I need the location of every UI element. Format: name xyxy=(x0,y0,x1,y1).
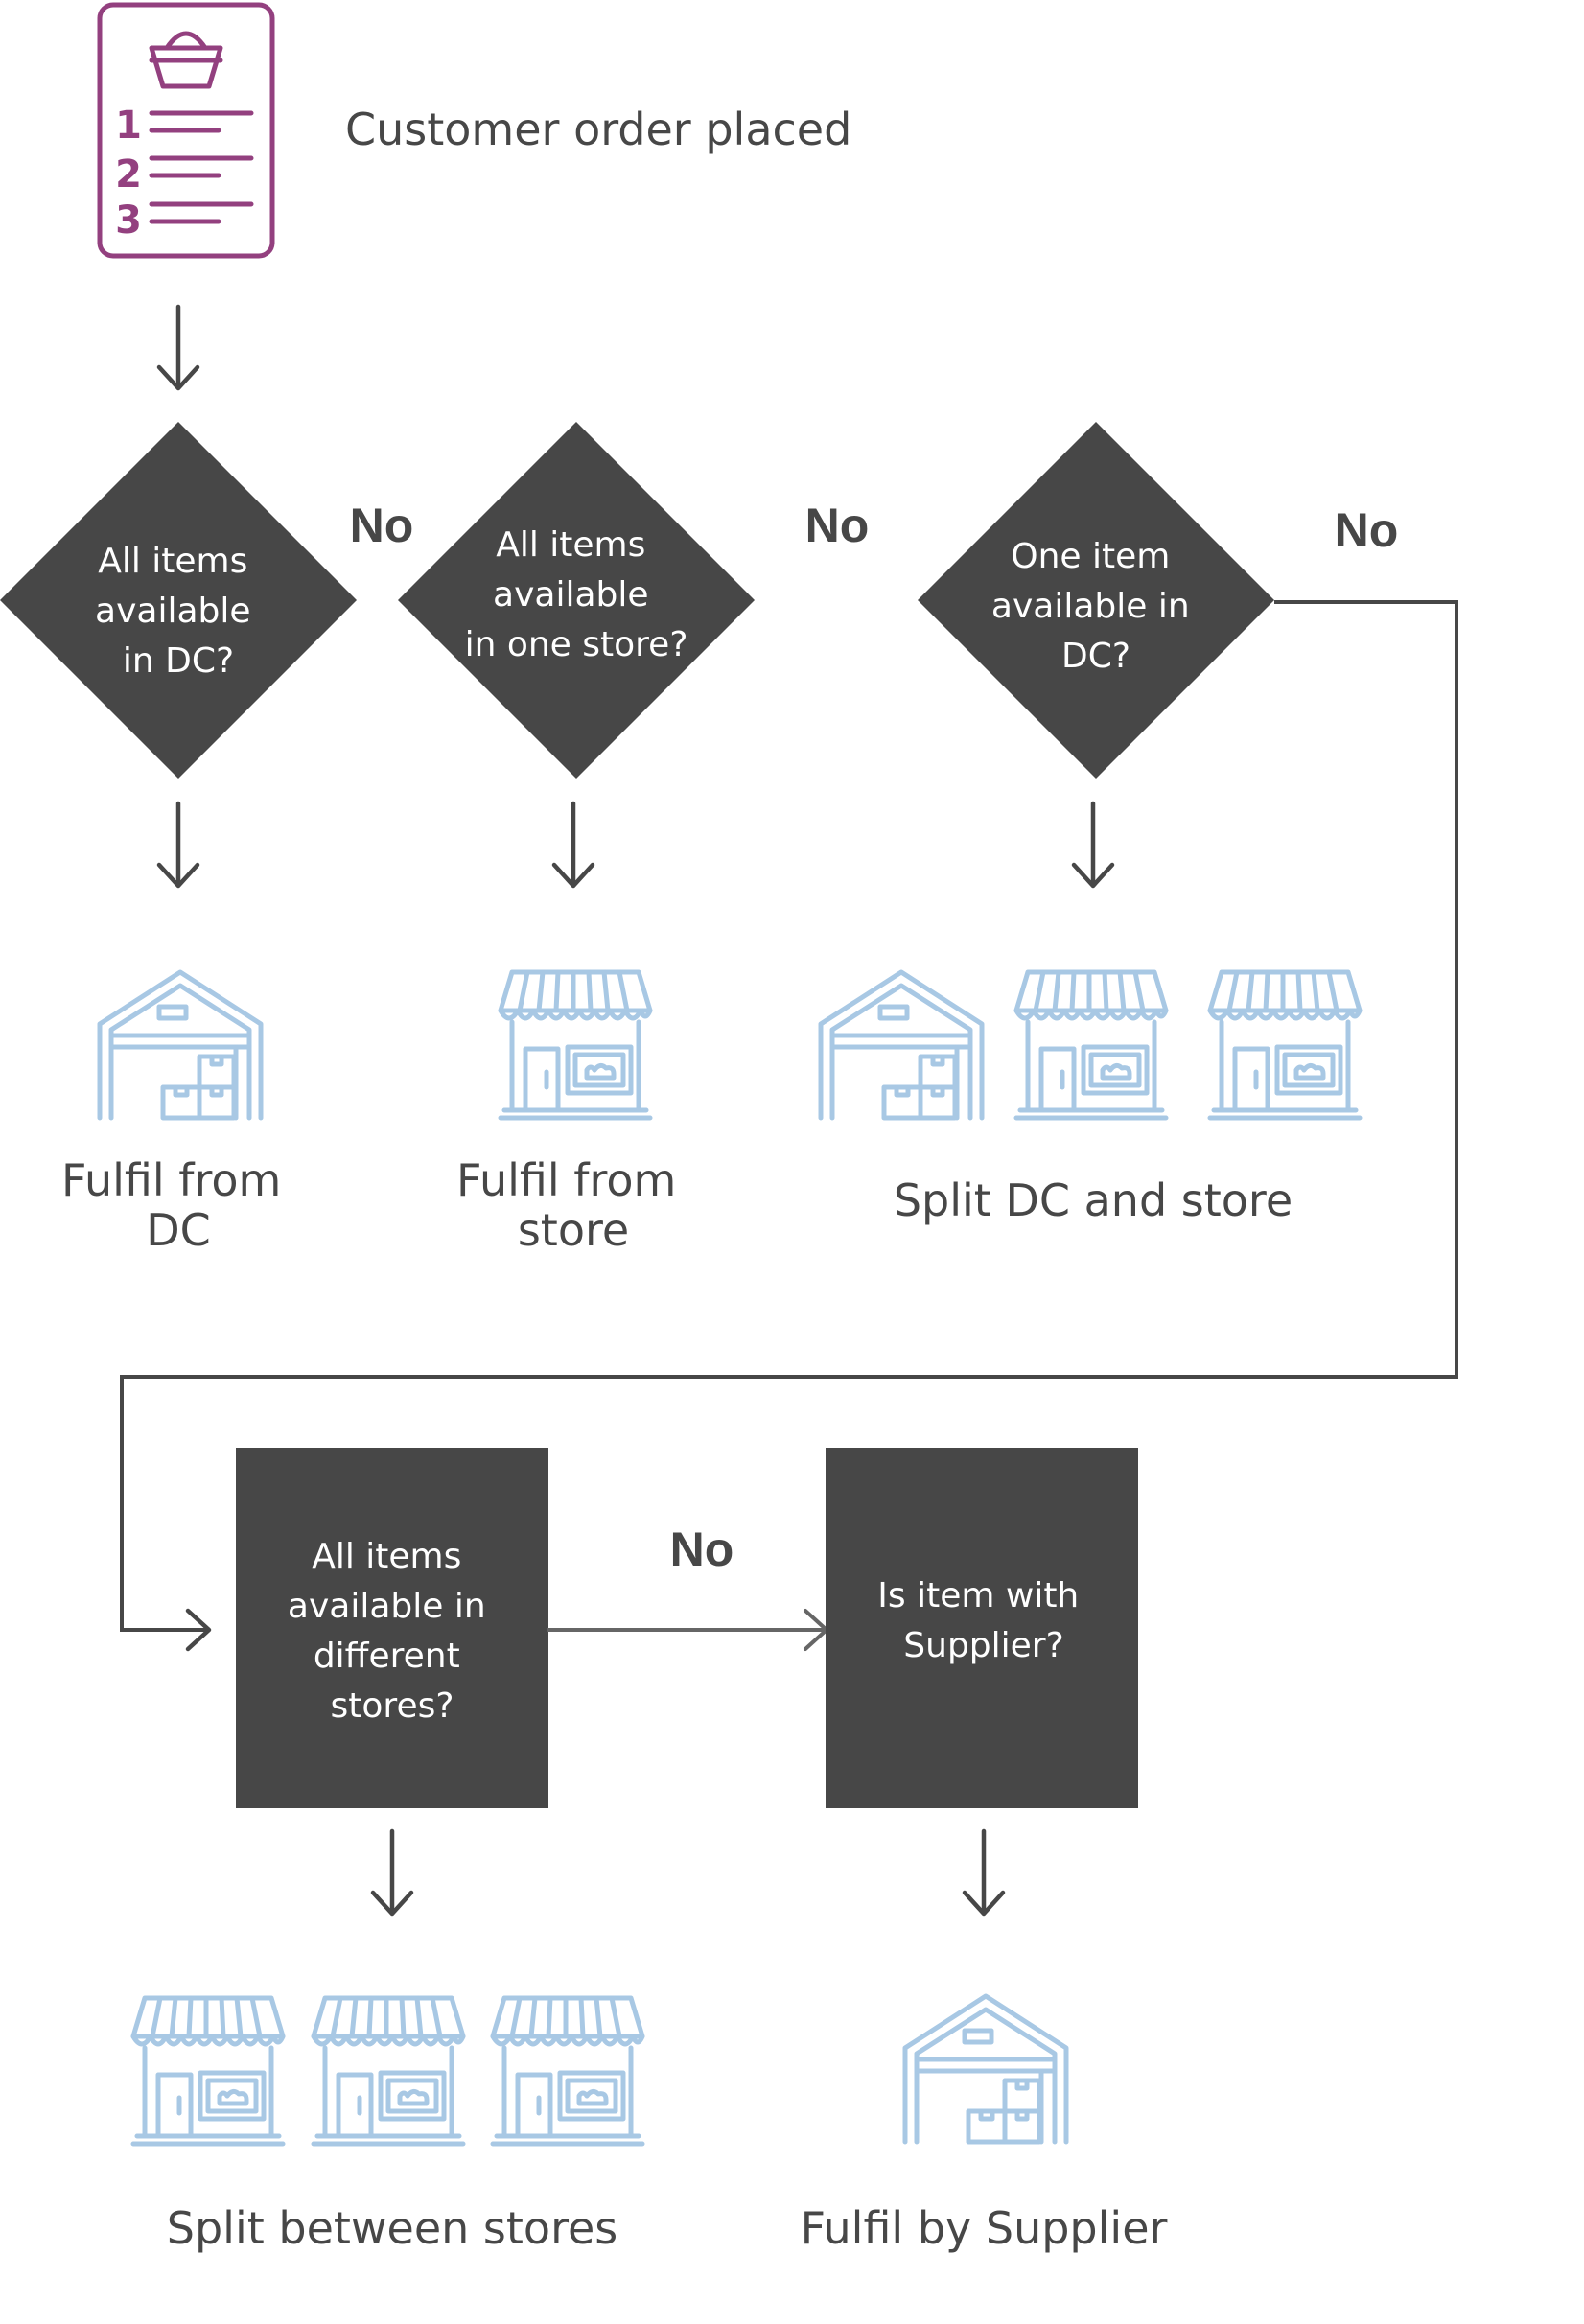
decision-diamond-one-item-dc xyxy=(918,422,1274,779)
decision-diamond-one-store xyxy=(398,422,755,779)
decision-box-supplier xyxy=(826,1448,1138,1808)
arrow-d3-to-outcome xyxy=(1071,801,1115,889)
store-icon xyxy=(314,1998,463,2144)
warehouse-icon xyxy=(821,972,982,1118)
store-icon xyxy=(493,1998,642,2144)
arrow-start-to-d1 xyxy=(156,304,200,391)
arrow-d4-to-d5 xyxy=(547,1609,828,1651)
decision-1-text: All items available in DC? xyxy=(95,542,262,681)
arrow-d1-to-outcome xyxy=(156,801,200,889)
store-icon xyxy=(133,1998,283,2144)
order-list-icon: 1 2 3 xyxy=(97,2,275,259)
order-number-2: 2 xyxy=(115,152,142,197)
order-number-1: 1 xyxy=(115,104,142,148)
decision-5-text: Is item with Supplier? xyxy=(877,1576,1089,1665)
start-label: Customer order placed xyxy=(345,104,851,155)
warehouse-icon xyxy=(100,972,261,1118)
decision-box-different-stores xyxy=(236,1448,548,1808)
warehouse-icon xyxy=(905,1996,1066,2142)
decision-2-text: All items available in one store? xyxy=(465,525,688,664)
no-label-2: No xyxy=(805,499,870,552)
outcome-fulfil-store-label: Fulfil from store xyxy=(456,1154,690,1256)
no-label-3: No xyxy=(1335,503,1399,557)
decision-3-text: One item available in DC? xyxy=(991,537,1200,676)
order-number-3: 3 xyxy=(115,198,142,243)
outcome-fulfil-dc-label: Fulfil from DC xyxy=(61,1154,295,1256)
store-icon xyxy=(1210,972,1360,1118)
connector-d3-to-d4-head xyxy=(185,1608,212,1652)
decision-4-text: All items available in different stores? xyxy=(288,1537,497,1726)
arrow-d4-to-outcome xyxy=(370,1828,414,1917)
no-label-1: No xyxy=(350,499,414,552)
outcome-supplier-label: Fulfil by Supplier xyxy=(801,2202,1168,2254)
no-label-4: No xyxy=(670,1522,734,1576)
connector-d3-to-d4 xyxy=(120,600,1458,1632)
arrow-d2-to-outcome xyxy=(551,801,595,889)
outcome-split-dc-store-label: Split DC and store xyxy=(894,1174,1293,1226)
store-icon xyxy=(501,972,650,1118)
store-icon xyxy=(1016,972,1166,1118)
arrow-d5-to-outcome xyxy=(962,1828,1006,1917)
decision-diamond-dc xyxy=(0,422,357,779)
outcome-split-stores-label: Split between stores xyxy=(167,2202,617,2254)
